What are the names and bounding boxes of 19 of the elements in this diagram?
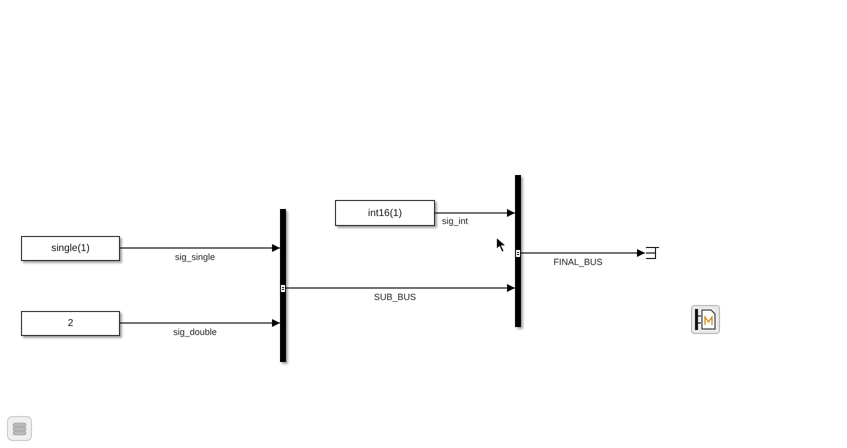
signal-label: sig_double	[173, 326, 217, 338]
constant-block	[21, 311, 120, 336]
block-value: 2	[68, 318, 74, 329]
terminator-symbol	[645, 247, 660, 259]
signal-label: SUB_BUS	[374, 292, 416, 302]
block-value: int16(1)	[368, 208, 402, 218]
signal-label: FINAL_BUS	[553, 256, 603, 268]
constant-block	[21, 236, 120, 261]
signal-arrow	[286, 284, 516, 292]
signal-arrow	[120, 319, 280, 327]
signal-arrow	[520, 249, 646, 257]
signal-label: sig_single	[174, 252, 216, 262]
bus-creator-bar	[515, 175, 521, 327]
signal-arrow	[120, 244, 280, 252]
signal-arrow	[434, 209, 516, 217]
signal-label: sig_int	[442, 216, 468, 226]
block-value: single(1)	[51, 243, 90, 254]
bus-creator-bar	[280, 209, 286, 362]
constant-block	[335, 200, 435, 226]
